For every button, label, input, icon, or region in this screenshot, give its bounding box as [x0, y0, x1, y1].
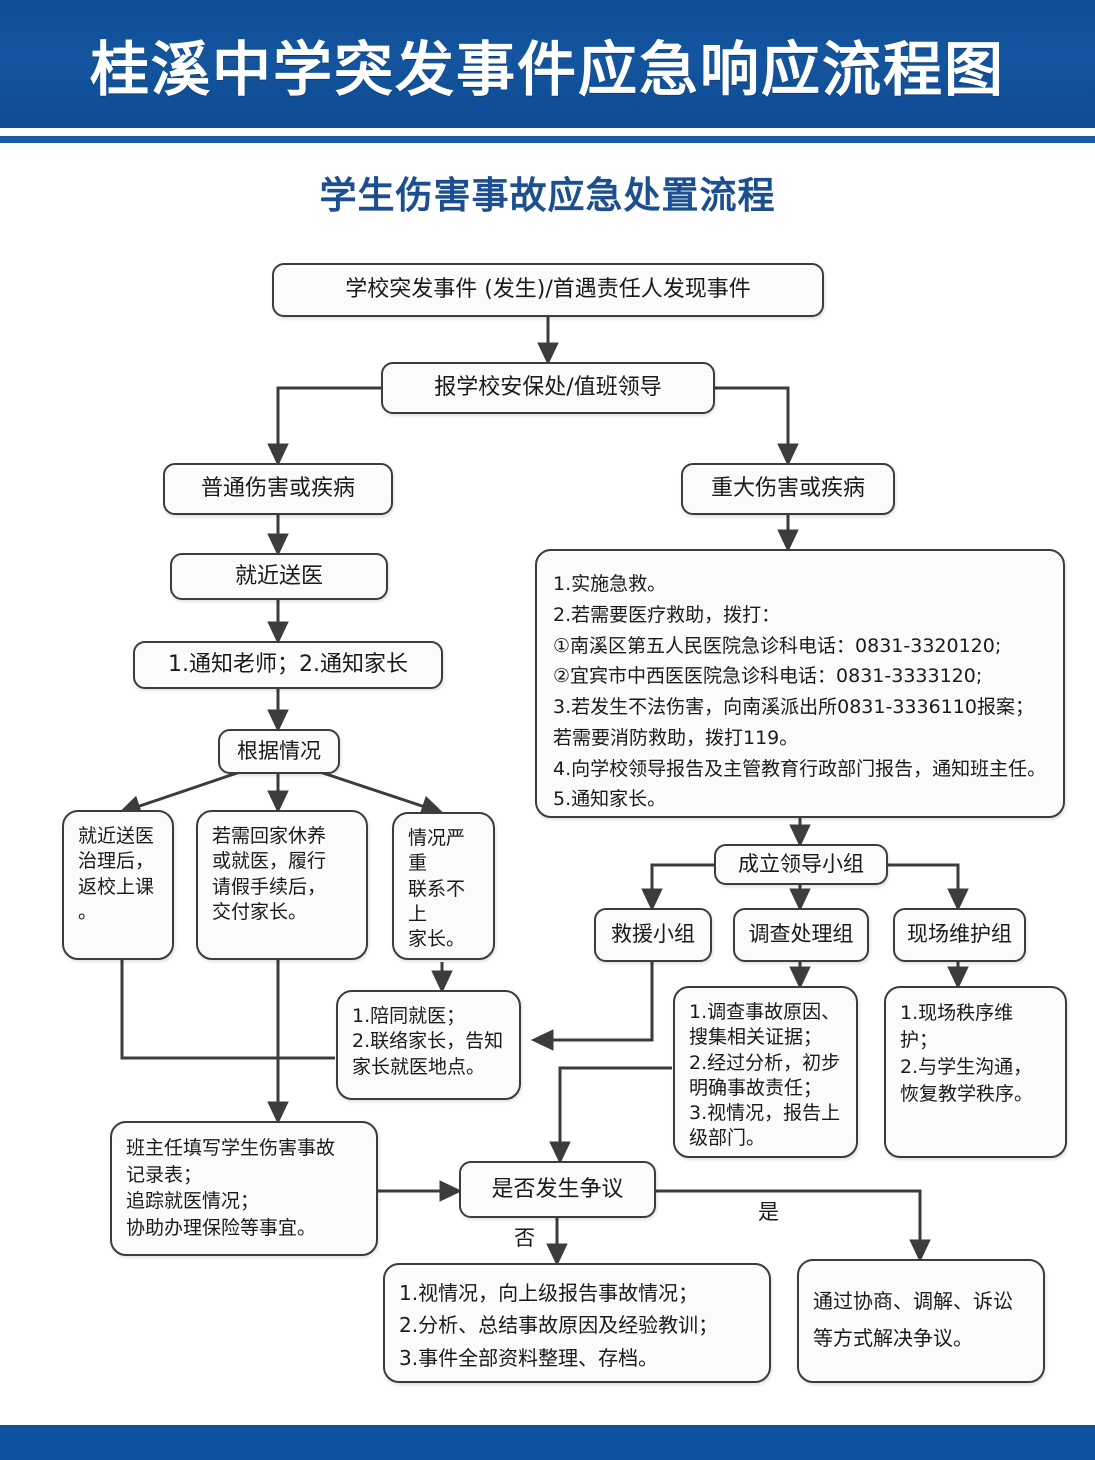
node-according-to-situation[interactable]: 根据情况	[218, 729, 340, 774]
node-return-to-school[interactable]: 就近送医 治理后， 返校上课 。	[62, 810, 174, 960]
footer-banner	[0, 1425, 1095, 1460]
node-send-nearest-hospital[interactable]: 就近送医	[170, 553, 388, 600]
node-site-maintenance-group[interactable]: 现场维护组	[893, 908, 1026, 962]
node-investigation-tasks[interactable]: 1.调查事故原因、 搜集相关证据； 2.经过分析，初步 明确事故责任； 3.视情…	[673, 986, 858, 1158]
node-home-rest-procedure[interactable]: 若需回家休养 或就医，履行 请假手续后， 交付家长。	[196, 810, 368, 960]
node-accompany-and-inform[interactable]: 1.陪同就医； 2.联络家长，告知 家长就医地点。	[336, 990, 521, 1100]
node-serious-no-contact[interactable]: 情况严重 联系不上 家长。	[392, 812, 495, 960]
page-title: 桂溪中学突发事件应急响应流程图	[89, 34, 1005, 104]
node-site-maintenance-tasks[interactable]: 1.现场秩序维护； 2.与学生沟通， 恢复教学秩序。	[884, 986, 1067, 1158]
header-banner: 桂溪中学突发事件应急响应流程图	[0, 0, 1095, 128]
edge-label-no: 否	[514, 1226, 535, 1250]
node-investigation-group[interactable]: 调查处理组	[733, 908, 869, 962]
node-dispute-resolution[interactable]: 通过协商、调解、诉讼 等方式解决争议。	[797, 1259, 1045, 1383]
subtitle: 学生伤害事故应急处置流程	[319, 174, 776, 217]
node-establish-leading-group[interactable]: 成立领导小组	[714, 844, 888, 885]
node-rescue-group[interactable]: 救援小组	[594, 908, 712, 962]
node-homeroom-teacher-record[interactable]: 班主任填写学生伤害事故 记录表； 追踪就医情况； 协助办理保险等事宜。	[110, 1121, 378, 1256]
node-report-security[interactable]: 报学校安保处/值班领导	[381, 362, 715, 414]
node-emergency-measures[interactable]: 1.实施急救。 2.若需要医疗救助，拨打： ①南溪区第五人民医院急诊科电话：08…	[535, 549, 1065, 818]
node-minor-injury[interactable]: 普通伤害或疾病	[163, 463, 393, 515]
node-incident-occurs[interactable]: 学校突发事件 (发生)/首遇责任人发现事件	[272, 263, 824, 317]
node-dispute-decision[interactable]: 是否发生争议	[459, 1161, 656, 1218]
node-no-dispute-followup[interactable]: 1.视情况，向上级报告事故情况； 2.分析、总结事故原因及经验教训； 3.事件全…	[383, 1263, 771, 1383]
node-major-injury[interactable]: 重大伤害或疾病	[681, 463, 895, 515]
node-notify-teacher-parent[interactable]: 1.通知老师；2.通知家长	[133, 641, 443, 689]
edge-label-yes: 是	[758, 1200, 779, 1224]
header-divider	[0, 136, 1095, 143]
